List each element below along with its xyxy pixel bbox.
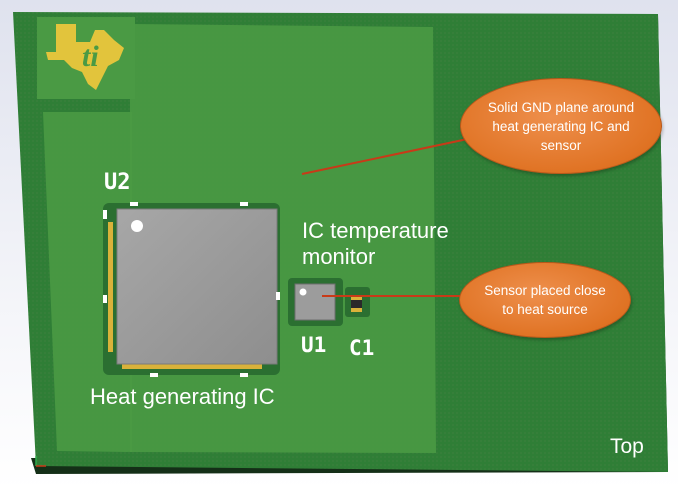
u2-pin1-marker xyxy=(131,220,143,232)
u2-silk-marks xyxy=(103,202,280,377)
u1-label: U1 xyxy=(301,333,327,357)
gnd-callout-line xyxy=(301,136,478,175)
u1-pin1-marker xyxy=(299,288,307,296)
heat-ic-label: Heat generating IC xyxy=(90,384,275,409)
ic-temp-monitor-label-2: monitor xyxy=(302,244,376,269)
top-layer-label: Top xyxy=(610,435,644,458)
ic-temp-monitor-label-1: IC temperature xyxy=(302,218,449,243)
ti-logo-icon: ti xyxy=(46,24,124,90)
svg-text:ti: ti xyxy=(82,40,99,73)
gnd-plane-callout: Solid GND plane around heat generating I… xyxy=(460,78,662,174)
c1-body xyxy=(351,296,362,312)
u2-chip xyxy=(116,208,278,365)
gnd-plane-callout-text: Solid GND plane around heat generating I… xyxy=(487,99,635,153)
sensor-callout: Sensor placed close to heat source xyxy=(459,262,631,338)
c1-label: C1 xyxy=(349,336,375,360)
sensor-callout-text: Sensor placed close to heat source xyxy=(484,283,606,317)
u2-label: U2 xyxy=(104,170,131,195)
